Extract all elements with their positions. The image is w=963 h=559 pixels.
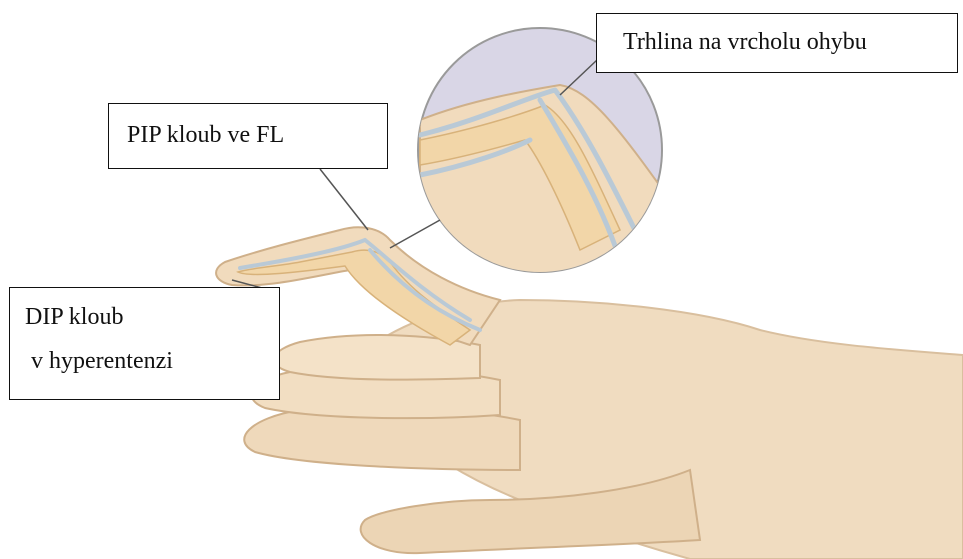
callout-pip-label: PIP kloub ve FL <box>127 122 284 148</box>
callout-dip-label-line1: DIP kloub <box>25 305 279 329</box>
leader-line-magnifier <box>390 220 440 248</box>
callout-pip-joint: PIP kloub ve FL <box>108 103 388 169</box>
callout-tear-at-flexion-apex: Trhlina na vrcholu ohybu <box>596 13 958 73</box>
callout-dip-joint: DIP kloub v hyperentenzi <box>9 287 280 400</box>
callout-dip-label-line2: v hyperentenzi <box>25 349 279 373</box>
leader-line-pip <box>320 169 368 230</box>
callout-tear-label: Trhlina na vrcholu ohybu <box>623 29 867 55</box>
